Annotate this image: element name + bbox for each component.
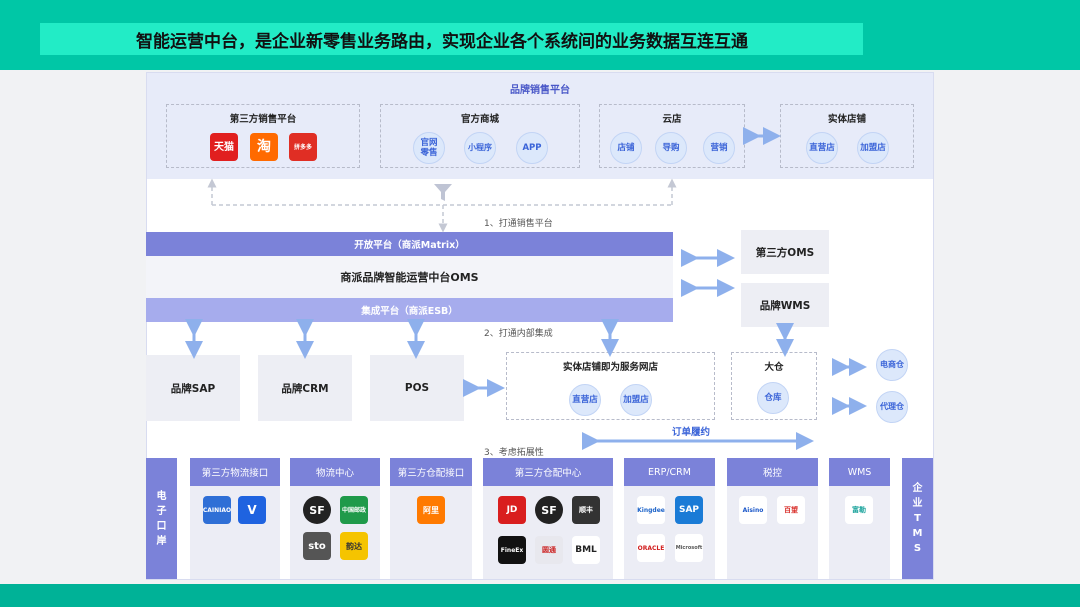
wms-column: WMS (829, 458, 890, 579)
aisino-logo: Aisino (739, 496, 767, 524)
bml-logo: BML (572, 536, 600, 564)
pos-box: POS (370, 355, 464, 421)
physical-store-title: 实体店铺 (827, 114, 866, 125)
e-port-label-char: 电 (156, 490, 167, 502)
column-title: 第三方仓配接口 (390, 458, 472, 486)
taobao-logo: 淘 (250, 133, 278, 161)
filter-icon (434, 184, 452, 201)
sap-logo: SAP (675, 496, 703, 524)
e-port-label-char: 岸 (156, 535, 167, 547)
open-platform-bar: 开放平台（商派Matrix） (146, 232, 673, 256)
app-circle: APP (516, 132, 548, 164)
store-network-title: 实体店铺即为服务网店 (562, 362, 658, 373)
column-title: 第三方物流接口 (190, 458, 280, 486)
official-mall-group: 官方商城 (380, 104, 580, 168)
direct-store-circle: 直营店 (806, 132, 838, 164)
enterprise-tms-label-char: T (914, 513, 921, 524)
franchise-store-circle: 加盟店 (857, 132, 889, 164)
sales-platform-title: 品牌销售平台 (510, 85, 570, 96)
column-title: ERP/CRM (624, 458, 715, 486)
fuller-logo: 富勒 (845, 496, 873, 524)
oracle-logo: ORACLE (637, 534, 665, 562)
third-party-oms-box: 第三方OMS (741, 230, 829, 274)
network-franchise-store-circle: 加盟店 (620, 384, 652, 416)
enterprise-tms-label-char: 企 (912, 483, 923, 494)
warehouse-circle: 仓库 (757, 382, 789, 414)
enterprise-tms-label-char: 业 (912, 498, 923, 509)
vip-logistics-logo: V (238, 496, 266, 524)
step2-label: 2、打通内部集成 (484, 329, 553, 339)
big-warehouse-group: 大仓 (731, 352, 817, 420)
sf-warehouse-logo: SF (535, 496, 563, 524)
ali-logo: 阿里 (417, 496, 445, 524)
official-mall-title: 官方商城 (460, 114, 499, 125)
column-title: WMS (829, 458, 890, 486)
e-port-label-char: 子 (156, 505, 167, 517)
tmall-logo: 天猫 (210, 133, 238, 161)
pinduoduo-logo: 拼多多 (289, 133, 317, 161)
enterprise-tms-label-char: S (913, 543, 922, 554)
shopping-guide-circle: 导购 (655, 132, 687, 164)
sto-logo: sto (303, 532, 331, 560)
mini-program-circle: 小程序 (464, 132, 496, 164)
store-circle: 店铺 (610, 132, 642, 164)
brand-wms-box: 品牌WMS (741, 283, 829, 327)
ecommerce-warehouse-circle: 电商仓 (876, 349, 908, 381)
marketing-circle: 营销 (703, 132, 735, 164)
china-post-logo: 中国邮政 (340, 496, 368, 524)
headline: 智能运营中台，是企业新零售业务路由，实现企业各个系统间的业务数据互连互通 (40, 23, 863, 55)
column-title: 物流中心 (290, 458, 380, 486)
sf-logistics-logo: 顺丰 (572, 496, 600, 524)
brand-sap-box: 品牌SAP (146, 355, 240, 421)
network-direct-store-circle: 直营店 (569, 384, 601, 416)
fineex-logo: FineEx (498, 536, 526, 564)
bottom-band (0, 584, 1080, 607)
third-party-sales-title: 第三方销售平台 (229, 114, 297, 125)
step3-label: 3、考虑拓展性 (484, 448, 544, 458)
third-party-sales-group: 第三方销售平台 (166, 104, 360, 168)
enterprise-tms-label-char: M (912, 528, 923, 539)
big-warehouse-title: 大仓 (764, 362, 784, 373)
yto-logo: 圆通 (535, 536, 563, 564)
esb-bar: 集成平台（商派ESB） (146, 298, 673, 322)
kingdee-logo: Kingdee (637, 496, 665, 524)
column-title: 第三方仓配中心 (483, 458, 613, 486)
oms-core-bar: 商派品牌智能运营中台OMS (146, 256, 673, 298)
jd-logo: JD (498, 496, 526, 524)
baiwang-logo: 百望 (777, 496, 805, 524)
official-retail-circle: 官网零售 (413, 132, 445, 164)
sf-logo: SF (303, 496, 331, 524)
microsoft-logo: Microsoft (675, 534, 703, 562)
brand-crm-box: 品牌CRM (258, 355, 352, 421)
e-port-side-bar: 电子口岸 (146, 458, 177, 579)
cloud-store-title: 云店 (662, 114, 682, 125)
agent-warehouse-circle: 代理仓 (876, 391, 908, 423)
step1-label: 1、打通销售平台 (484, 219, 553, 229)
column-title: 税控 (727, 458, 818, 486)
yunda-logo: 韵达 (340, 532, 368, 560)
cainiao-logo: CAINIAO (203, 496, 231, 524)
e-port-label-char: 口 (156, 520, 167, 532)
